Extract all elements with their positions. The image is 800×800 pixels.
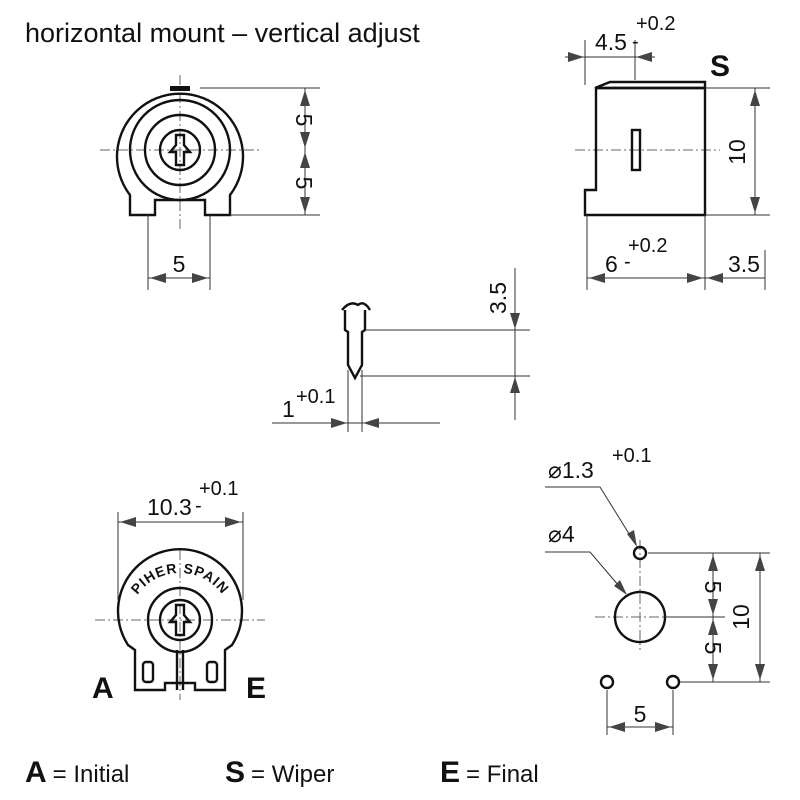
side-terminal-label: S bbox=[710, 50, 730, 83]
drawing-title: horizontal mount – vertical adjust bbox=[25, 18, 420, 48]
footprint-dim-v1: 5 bbox=[700, 581, 726, 594]
side-view: 4.5 +0.2 - S 10 6 +0.2 - 3.5 bbox=[565, 13, 770, 290]
side-dim-offset: 3.5 bbox=[728, 251, 760, 277]
terminal-label-a: A bbox=[92, 672, 114, 705]
side-dim-pin-tol: +0.2 bbox=[628, 235, 667, 257]
pin-detail: 3.5 1 +0.1 bbox=[272, 268, 530, 432]
legend-item-e: E= Final bbox=[440, 756, 539, 789]
legend-item-s: S= Wiper bbox=[225, 756, 334, 789]
footprint: ⌀1.3 +0.1 ⌀4 5 5 10 5 bbox=[545, 445, 770, 735]
side-dim-depth-tol-minus: - bbox=[632, 31, 639, 53]
footprint-dim-h: 5 bbox=[634, 701, 647, 727]
hole-small-tol: +0.1 bbox=[612, 445, 651, 467]
footprint-dim-total: 10 bbox=[728, 604, 754, 630]
front-view: 5 5 5 bbox=[100, 75, 320, 290]
side-dim-height: 10 bbox=[724, 139, 750, 165]
front-dim-top: 5 bbox=[291, 114, 317, 127]
pin-dim-width-tol: +0.1 bbox=[296, 386, 335, 408]
top-dim-tol: +0.1 bbox=[199, 478, 238, 500]
pin-dim-length: 3.5 bbox=[485, 282, 511, 314]
terminal-label-e: E bbox=[246, 672, 266, 705]
legend-item-a: A= Initial bbox=[25, 756, 129, 789]
front-dim-width: 5 bbox=[173, 251, 186, 277]
hole-small-label: ⌀1.3 bbox=[548, 457, 594, 483]
side-dim-depth-tol: +0.2 bbox=[636, 13, 675, 35]
hole-big-label: ⌀4 bbox=[548, 521, 575, 547]
side-dim-depth: 4.5 bbox=[595, 29, 627, 55]
top-dim-tol-minus: - bbox=[195, 495, 202, 517]
side-dim-pin-tol-minus: - bbox=[624, 251, 631, 273]
pin-dim-width: 1 bbox=[282, 396, 295, 422]
front-dim-bottom: 5 bbox=[291, 177, 317, 190]
legend: A= Initial S= Wiper E= Final bbox=[25, 756, 539, 789]
top-dim-diameter: 10.3 bbox=[147, 494, 192, 520]
top-view: PIHER SPAIN 10.3 +0.1 - A E bbox=[92, 478, 266, 705]
footprint-dim-v2: 5 bbox=[700, 642, 726, 655]
side-dim-pin: 6 bbox=[605, 251, 618, 277]
